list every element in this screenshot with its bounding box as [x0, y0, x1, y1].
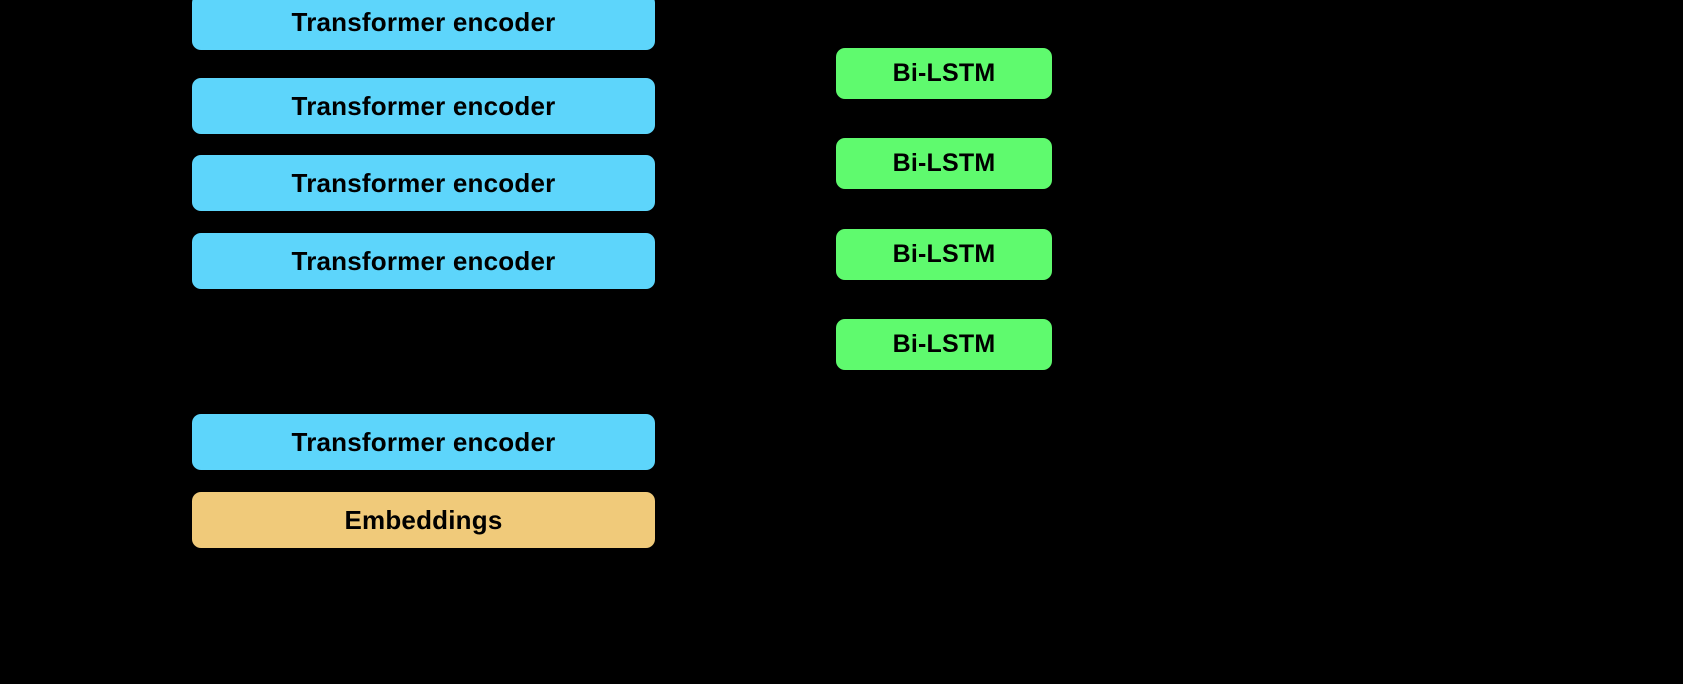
node-lstm-4[interactable]: Bi-LSTM [836, 319, 1052, 370]
node-embeddings-6[interactable]: Embeddings [192, 492, 655, 548]
node-encoder-1[interactable]: Transformer encoder [192, 0, 655, 50]
node-encoder-5[interactable]: Transformer encoder [192, 414, 655, 470]
node-lstm-3[interactable]: Bi-LSTM [836, 229, 1052, 280]
node-encoder-4[interactable]: Transformer encoder [192, 233, 655, 289]
node-lstm-2[interactable]: Bi-LSTM [836, 138, 1052, 189]
node-encoder-3[interactable]: Transformer encoder [192, 155, 655, 211]
node-lstm-1[interactable]: Bi-LSTM [836, 48, 1052, 99]
node-encoder-2[interactable]: Transformer encoder [192, 78, 655, 134]
